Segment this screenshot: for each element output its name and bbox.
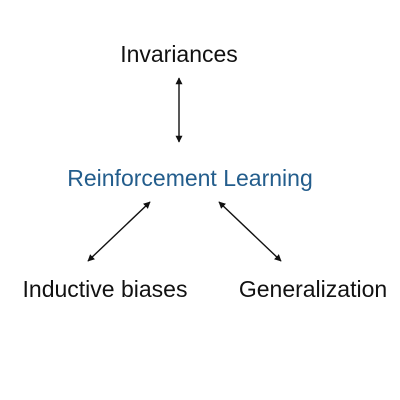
node-generalization: Generalization xyxy=(238,276,388,302)
edge-center-to-generalization xyxy=(218,201,282,262)
edge-center-to-inductive-biases xyxy=(87,201,151,262)
node-reinforcement-learning: Reinforcement Learning xyxy=(67,165,313,191)
node-invariances: Invariances xyxy=(120,41,238,67)
node-inductive-biases: Inductive biases xyxy=(22,276,188,302)
